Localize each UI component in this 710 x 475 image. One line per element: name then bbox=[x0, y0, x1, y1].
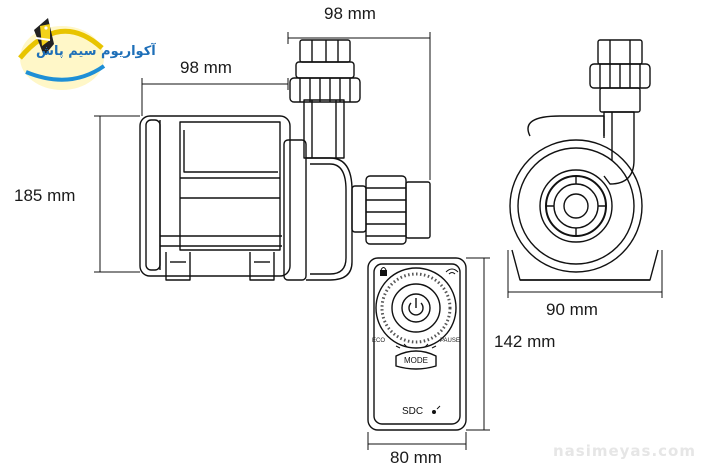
dimension-height-label: 185 mm bbox=[14, 186, 76, 205]
dimension-lines-side bbox=[94, 32, 431, 273]
volute-plate bbox=[283, 139, 307, 281]
motor-housing bbox=[139, 115, 291, 277]
dimension-controller-height-label: 142 mm bbox=[494, 332, 556, 351]
brand-label: SDC bbox=[402, 406, 424, 417]
controller-unit bbox=[367, 257, 467, 431]
front-housing-top bbox=[527, 115, 605, 137]
logo-text: آکواریوم سیم پاش bbox=[36, 44, 156, 59]
dimension-body-width-label: 98 mm bbox=[180, 58, 232, 77]
control-dial bbox=[375, 267, 457, 349]
pause-label: PAUSE bbox=[440, 338, 460, 344]
front-housing bbox=[509, 139, 643, 273]
foot-left bbox=[165, 252, 191, 281]
front-outlet-pipe bbox=[599, 87, 641, 113]
dimension-total-width-label: 98 mm bbox=[324, 4, 376, 23]
brand-logo bbox=[18, 18, 106, 90]
dimension-lines-front bbox=[507, 250, 663, 298]
pipe-top-end bbox=[299, 39, 351, 63]
fish-icon bbox=[34, 18, 54, 56]
brand-icon bbox=[432, 405, 441, 414]
outlet-pipe bbox=[303, 99, 345, 159]
pump-side-view bbox=[139, 39, 431, 281]
foot-right bbox=[249, 252, 275, 281]
power-icon bbox=[408, 298, 424, 316]
front-base bbox=[511, 249, 659, 281]
union-side bbox=[365, 175, 407, 245]
pipe-side-end bbox=[405, 181, 431, 239]
pump-front-view bbox=[509, 39, 659, 281]
power-button bbox=[401, 293, 431, 323]
controller-body bbox=[367, 257, 467, 431]
watermark: nasimeyas.com bbox=[552, 442, 696, 460]
mode-button bbox=[395, 350, 437, 370]
lock-icon bbox=[380, 267, 387, 276]
eco-label: ECO bbox=[372, 338, 386, 344]
dimension-controller-width-label: 80 mm bbox=[390, 448, 442, 467]
dimension-lines-controller bbox=[367, 257, 490, 450]
wifi-icon bbox=[445, 268, 459, 275]
dimension-front-width-label: 90 mm bbox=[546, 300, 598, 319]
mode-label: MODE bbox=[404, 356, 428, 365]
